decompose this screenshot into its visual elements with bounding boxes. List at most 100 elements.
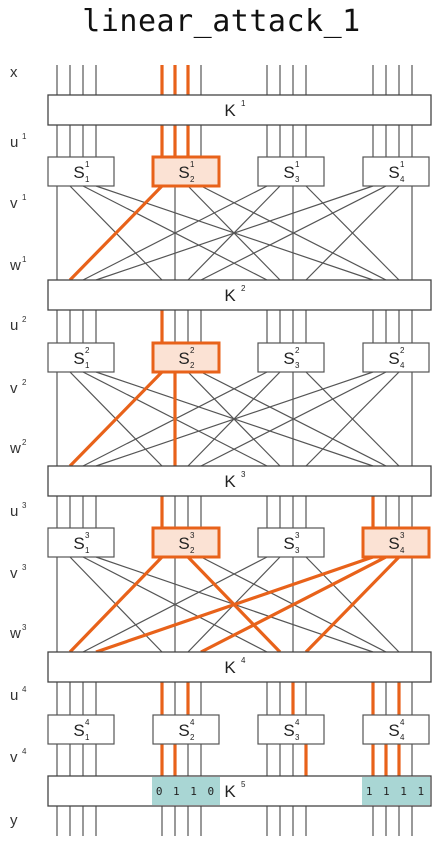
sbox-label-4-1: S (73, 721, 84, 740)
row-label-11: u (10, 687, 18, 704)
output-bits-box-2 (362, 777, 430, 805)
sbox-2-2 (151, 341, 221, 374)
sbox-1-2 (151, 155, 221, 188)
key-label-5: K (224, 782, 236, 801)
row-label-sup-11: 4 (22, 685, 27, 694)
sbox-label-4-4: S (388, 721, 399, 740)
row-label-sup-7: 2 (22, 438, 27, 447)
sbox-round-4-3: 4 (295, 718, 300, 727)
sbox-round-4-4: 4 (400, 718, 405, 727)
sbox-2-4 (362, 342, 430, 373)
perm-1-15 (305, 185, 400, 281)
sbox-index-2-3: 3 (295, 361, 300, 370)
row-label-2: u (10, 134, 18, 151)
perm-1-14 (200, 185, 387, 281)
sbox-4-3 (257, 714, 325, 745)
sbox-3-1 (47, 527, 115, 558)
perm-active-3-5 (68, 555, 164, 654)
row-label-sup-6: 2 (22, 378, 27, 387)
sbox-label-1-2: S (178, 163, 189, 182)
sbox-round-1-2: 1 (190, 160, 195, 169)
sbox-3-2 (151, 526, 221, 559)
sbox-index-3-3: 3 (295, 546, 300, 555)
sbox-label-1-3: S (283, 163, 294, 182)
sbox-round-2-3: 2 (295, 346, 300, 355)
sbox-label-3-4: S (388, 534, 399, 553)
sbox-label-2-4: S (388, 349, 399, 368)
row-label-sup-10: 3 (22, 623, 27, 632)
row-label-9: v (10, 565, 18, 582)
perm-1-9 (82, 185, 268, 281)
key-sup-2: 2 (241, 284, 246, 293)
perm-2-15 (305, 371, 400, 467)
sbox-label-4-3: S (283, 721, 294, 740)
diagram-title: linear_attack_1 (82, 4, 361, 39)
sbox-index-2-2: 2 (190, 361, 195, 370)
key-label-1: K (224, 101, 236, 120)
sbox-index-1-1: 1 (85, 175, 90, 184)
row-label-8: u (10, 503, 18, 520)
perm-active-1-5 (68, 184, 164, 282)
key-label-2: K (224, 286, 236, 305)
row-label-1: x (10, 64, 18, 81)
sbox-index-1-4: 4 (400, 175, 405, 184)
row-label-sup-5: 2 (22, 315, 27, 324)
key-box-1 (47, 94, 432, 126)
key-box-2 (47, 279, 432, 311)
perm-2-13 (95, 371, 374, 467)
row-label-sup-9: 3 (22, 563, 27, 572)
key-label-4: K (224, 658, 236, 677)
sbox-label-1-1: S (73, 163, 84, 182)
sbox-round-3-4: 3 (400, 531, 405, 540)
sbox-index-3-2: 2 (190, 546, 195, 555)
perm-3-9 (82, 556, 268, 653)
sbox-1-4 (362, 156, 430, 187)
row-label-sup-4: 1 (22, 255, 27, 264)
row-label-sup-12: 4 (22, 747, 27, 756)
sbox-round-2-4: 2 (400, 346, 405, 355)
sbox-round-4-2: 4 (190, 718, 195, 727)
sbox-3-4 (361, 526, 431, 559)
sbox-1-3 (257, 156, 325, 187)
sbox-index-1-2: 2 (190, 175, 195, 184)
sbox-label-3-3: S (283, 534, 294, 553)
perm-active-2-5 (68, 370, 164, 468)
sbox-label-1-4: S (388, 163, 399, 182)
sbox-round-3-2: 3 (190, 531, 195, 540)
sbox-4-4 (362, 714, 430, 745)
perm-1-13 (95, 185, 374, 281)
sbox-round-1-1: 1 (85, 160, 90, 169)
sbox-round-4-1: 4 (85, 718, 90, 727)
sbox-index-4-2: 2 (190, 733, 195, 742)
output-bits-label-2: 1 1 1 1 (366, 785, 426, 798)
row-label-sup-3: 1 (22, 193, 27, 202)
sbox-4-1 (47, 714, 115, 745)
sbox-4-2 (152, 714, 220, 745)
sbox-label-3-2: S (178, 534, 189, 553)
row-label-7: w (9, 440, 21, 457)
sbox-index-3-1: 1 (85, 546, 90, 555)
key-sup-3: 3 (241, 470, 246, 479)
sbox-label-4-2: S (178, 721, 189, 740)
sbox-index-4-3: 3 (295, 733, 300, 742)
sbox-index-4-1: 1 (85, 733, 90, 742)
sbox-label-2-3: S (283, 349, 294, 368)
sbox-round-1-4: 1 (400, 160, 405, 169)
sbox-2-3 (257, 342, 325, 373)
sbox-index-2-4: 4 (400, 361, 405, 370)
sbox-index-2-1: 1 (85, 361, 90, 370)
row-label-13: y (10, 812, 18, 829)
sbox-index-4-4: 4 (400, 733, 405, 742)
key-box-4 (47, 651, 432, 683)
row-label-10: w (9, 625, 21, 642)
sbox-round-2-2: 2 (190, 346, 195, 355)
output-bits-label-1: 0 1 1 0 (156, 785, 216, 798)
row-label-4: w (9, 257, 21, 274)
row-label-sup-8: 3 (22, 501, 27, 510)
sbox-label-2-1: S (73, 349, 84, 368)
key-label-3: K (224, 472, 236, 491)
perm-active-3-14 (200, 555, 387, 654)
key-box-3 (47, 465, 432, 497)
sbox-2-1 (47, 342, 115, 373)
